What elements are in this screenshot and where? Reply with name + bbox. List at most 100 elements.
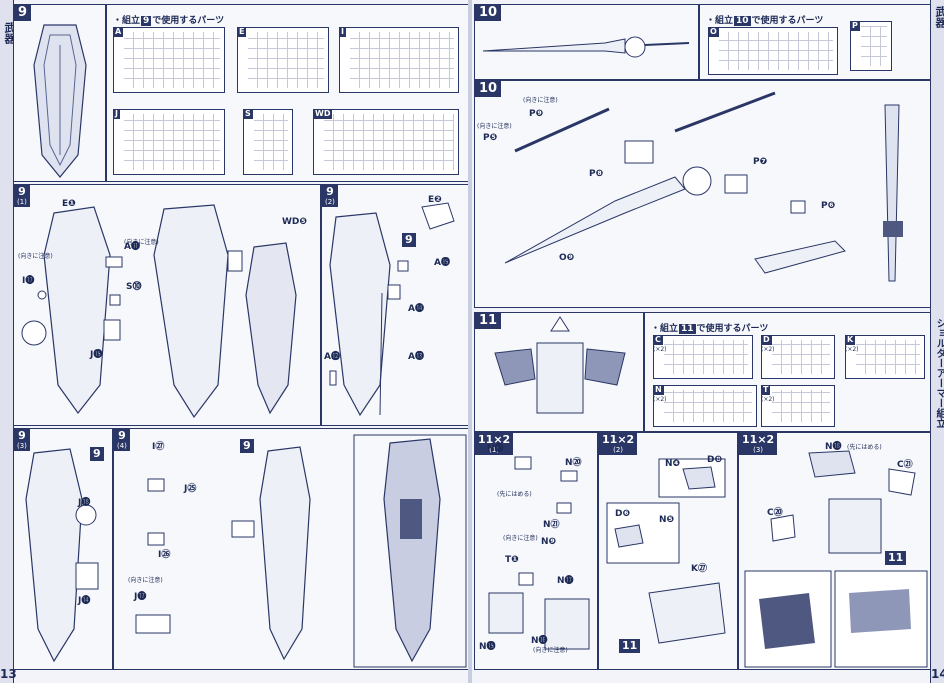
callout-p5: P❺: [483, 133, 498, 143]
callout-n16: N⓰: [531, 636, 548, 646]
note-orientation: (向きに注意): [128, 577, 163, 584]
page-number-left: 13: [0, 667, 17, 681]
left-side-tab: 武器 13: [0, 0, 17, 683]
callout-c20: C⑳: [767, 508, 783, 518]
runner-P: P: [850, 21, 892, 71]
substep-multiplier: ×2: [493, 433, 511, 446]
substep-sub: (1): [17, 198, 27, 206]
runner-label: N: [653, 385, 664, 395]
callout-a11: A⓫: [124, 242, 140, 252]
substep-badge: 11×2(2): [599, 433, 638, 455]
note-push-first: (先にはめる): [497, 491, 532, 498]
step-11-2-panel: 11×2(2) N❹ D❽ D❻ N❺ K㉗ 11: [598, 432, 738, 670]
runner-label: C: [653, 335, 663, 345]
substep-badge: 9(4): [114, 429, 130, 451]
runner-D: D(×2): [761, 335, 835, 379]
callout-d6: D❻: [615, 509, 631, 519]
runner-WD: WD: [313, 109, 459, 175]
sword-overview-drawing: [482, 36, 690, 58]
runner-label: E: [237, 27, 247, 37]
runner-C: C(×2): [653, 335, 753, 379]
runner-S: S: [243, 109, 293, 175]
step-10-assembly-panel: 10 (向きに注意) P❾ (向きに注意) P❺ P❽ P❼ P❻ O❾: [474, 80, 931, 308]
note-orientation: (向きに注意): [533, 647, 568, 654]
step-11-3-panel: 11×2(3) N⓲ (先にはめる) C㉑ C⑳ 11: [738, 432, 931, 670]
callout-i26: I㉖: [158, 550, 171, 560]
callout-n18: N⓲: [825, 442, 842, 452]
substep-number: 9: [18, 429, 26, 442]
center-gutter: [468, 0, 474, 683]
callout-j17: J⓱: [134, 592, 147, 602]
step-9-3-panel: 9(3) 9 J⓲ J⓮: [13, 428, 113, 670]
left-side-tab-label: 武器: [3, 22, 16, 44]
step-10-drawing: [504, 91, 903, 282]
parts-header-suffix: で使用するパーツ: [152, 16, 225, 26]
callout-p9: P❾: [529, 109, 544, 119]
runner-qty: (×2): [653, 396, 667, 403]
parts-header-step: 11: [679, 324, 696, 334]
step-number: 10: [475, 81, 502, 97]
parts-header-step: 10: [734, 16, 751, 26]
step-11-3-drawing: [744, 450, 928, 668]
step-9-3-drawing: [25, 448, 99, 663]
callout-i17: I⓱: [22, 276, 35, 286]
callout-n5: N❺: [659, 515, 675, 525]
substep-multiplier: ×2: [757, 433, 775, 446]
substep-number: 9: [18, 185, 26, 198]
callout-k27: K㉗: [691, 564, 707, 574]
substep-number: 9: [118, 429, 126, 442]
substep-sub: (1): [489, 446, 500, 454]
parts-header-step: 9: [141, 16, 152, 26]
ref-step-11-badge: 11: [885, 551, 907, 565]
callout-j25: J㉕: [184, 484, 197, 494]
step-9-1-panel: 9(1) E❶ (向きに注意) A⓫ S⓾ (向きに注意) I⓱ J⓯ WD❺: [13, 184, 321, 426]
substep-badge: 9(1): [14, 185, 30, 207]
callout-n15: N⓯: [479, 642, 496, 652]
runner-qty: (×2): [653, 346, 667, 353]
ref-step-9-badge: 9: [240, 439, 254, 453]
callout-t1: T❶: [505, 555, 519, 565]
callout-n4: N❹: [665, 459, 681, 469]
callout-j14: J⓮: [78, 596, 91, 606]
substep-number: 9: [326, 185, 334, 198]
callout-a12: A⓬: [324, 352, 340, 362]
parts-header-prefix: ・組立: [706, 16, 734, 26]
parts-header-prefix: ・組立: [651, 324, 679, 334]
note-n18-first: (先にはめる): [847, 444, 882, 451]
note-orientation: (向きに注意): [523, 97, 558, 104]
step-number: 11: [475, 313, 502, 329]
substep-number: 11: [742, 433, 758, 446]
callout-e1: E❶: [62, 199, 76, 209]
substep-badge: 9(3): [14, 429, 30, 451]
note-orientation: (向きに注意): [503, 535, 538, 542]
runner-A: A: [113, 27, 225, 93]
page-number-right: 14: [931, 667, 944, 681]
step-10-overview-panel: 10: [474, 4, 699, 80]
substep-number: 11: [478, 433, 494, 446]
step-11-1-drawing: [488, 456, 590, 650]
runner-T: T(×2): [761, 385, 835, 427]
step-9-4-drawing: [135, 434, 467, 668]
callout-p7: P❼: [753, 157, 768, 167]
runner-label: O: [708, 27, 719, 37]
callout-p8: P❽: [589, 169, 604, 179]
runner-label: J: [113, 109, 120, 119]
note-orientation: (向きに注意): [124, 239, 159, 246]
parts-header-suffix: で使用するパーツ: [696, 324, 769, 334]
callout-s10: S⓾: [126, 282, 142, 292]
callout-p6: P❻: [821, 201, 836, 211]
callout-n21: N㉑: [543, 520, 560, 530]
runner-label: D: [761, 335, 772, 345]
robot-bust-drawing: [494, 316, 626, 414]
shield-overview-drawing: [33, 24, 87, 178]
callout-a15: A⓯: [434, 258, 450, 268]
runner-I: I: [339, 27, 459, 93]
callout-wd5: WD❺: [282, 217, 308, 227]
step-number: 10: [475, 5, 502, 21]
substep-multiplier: ×2: [617, 433, 635, 446]
callout-n9: N❾: [541, 537, 557, 547]
